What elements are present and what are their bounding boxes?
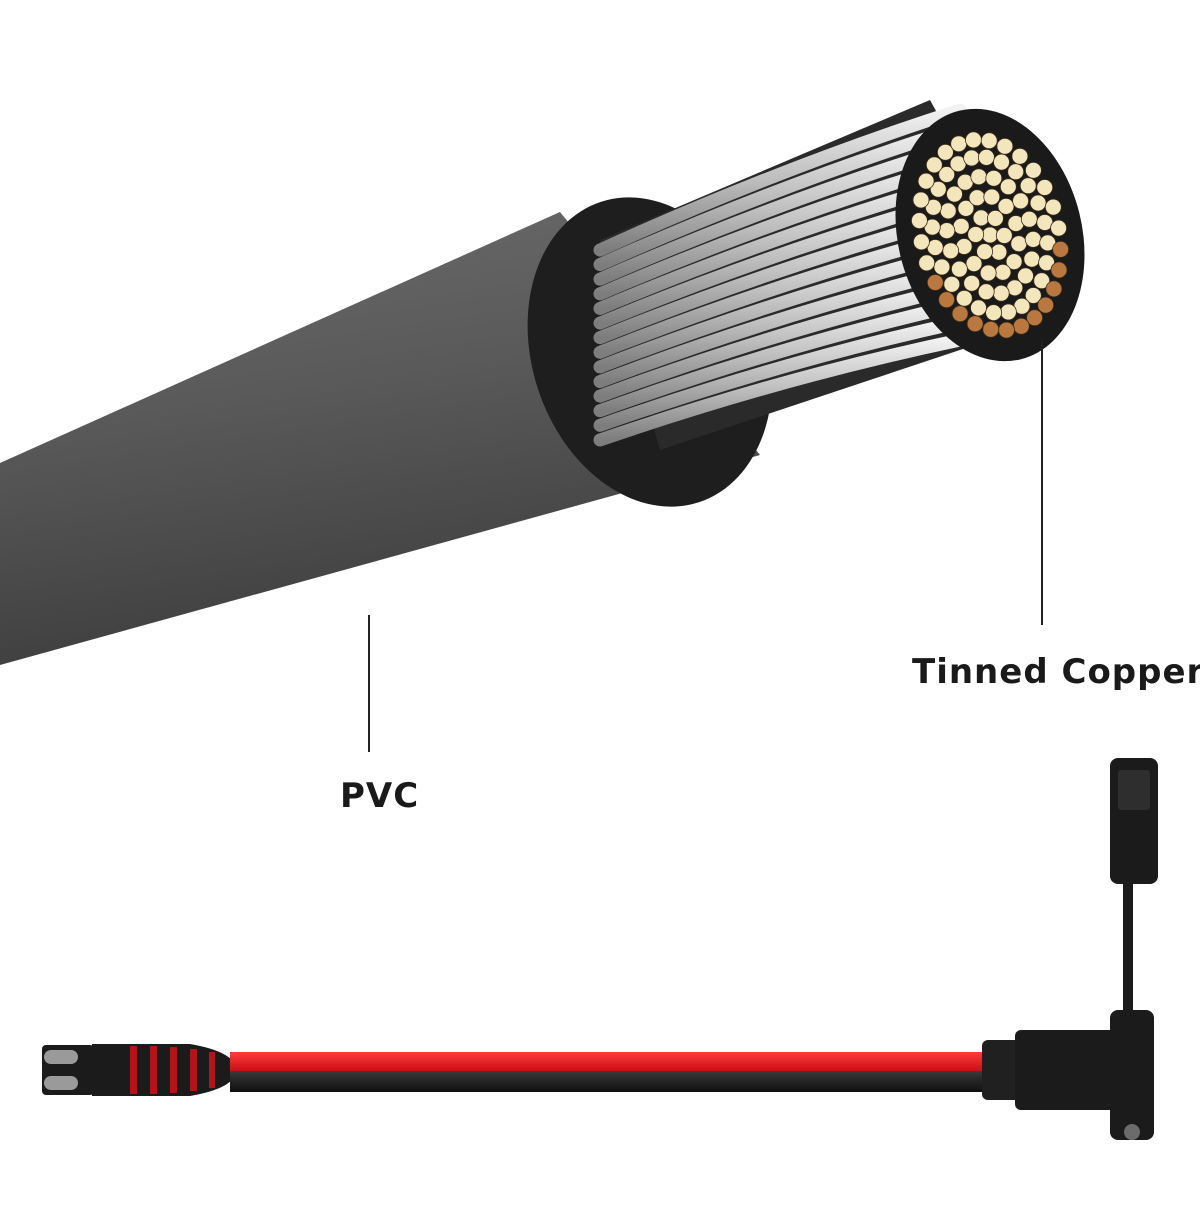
strand-end-dot xyxy=(946,185,963,203)
strand-end-dot xyxy=(992,284,1010,302)
strand xyxy=(593,298,967,418)
strand-end-dot xyxy=(929,180,947,198)
strand-end-dot xyxy=(1024,230,1042,248)
strand xyxy=(593,280,967,403)
strand-end-dot xyxy=(911,212,928,230)
strand-end-dot xyxy=(970,168,988,186)
strain-relief-ribs xyxy=(130,1046,215,1094)
strand-dots xyxy=(911,131,1069,339)
strand-end-dot xyxy=(1033,272,1051,290)
strand xyxy=(593,315,967,432)
strand-end-dot xyxy=(1007,163,1025,181)
panel-mount-socket xyxy=(982,758,1158,1140)
strand-end-dot xyxy=(963,274,981,292)
strand xyxy=(593,333,967,447)
strand-end-dot xyxy=(951,260,968,278)
strand-end-face xyxy=(895,108,1085,362)
strand-end-dot xyxy=(994,263,1012,281)
strand-end-dot xyxy=(938,166,956,183)
strand-end-dot xyxy=(1023,250,1041,268)
strand-end-dot xyxy=(918,254,936,272)
strand-end-dot xyxy=(1044,198,1062,216)
strand-end-dot xyxy=(966,315,984,333)
strand-end-dot xyxy=(925,156,943,174)
strand-end-dot xyxy=(1052,240,1069,258)
strand-end-dot xyxy=(968,189,986,207)
strand-end-dot xyxy=(1005,253,1023,271)
strand-end-dot xyxy=(1029,194,1047,212)
strand-end-dot xyxy=(1011,147,1029,165)
strand-end-dot xyxy=(926,274,944,291)
strand-end-dot xyxy=(963,149,980,167)
strand-end-dot xyxy=(987,209,1004,227)
strand-end-dot xyxy=(943,275,961,293)
strand-end-dot xyxy=(1024,287,1042,304)
strand-end-dot xyxy=(993,153,1010,171)
strand-end-dot xyxy=(995,227,1013,244)
strand-end-dot xyxy=(912,191,930,209)
strand-end-dot xyxy=(952,217,970,235)
strand-end-dot xyxy=(1025,161,1042,179)
strand-end-dot xyxy=(977,283,995,301)
strand-end-dot xyxy=(1020,210,1038,228)
strand-end-dot xyxy=(980,132,998,150)
strand-end-dot xyxy=(1012,192,1029,210)
strand-end-dot xyxy=(1026,309,1043,327)
strand-end-dot xyxy=(1045,280,1063,298)
strand-end-dot xyxy=(998,321,1015,339)
strand xyxy=(593,103,967,257)
strand-end-dot xyxy=(955,289,973,307)
strand-end-dot xyxy=(981,226,999,244)
strand-end-dot xyxy=(951,305,969,323)
strand-end-dot xyxy=(1019,177,1037,195)
strand-end-dot xyxy=(983,188,1001,206)
strand-end-dot xyxy=(982,320,1000,338)
strand-end-dot xyxy=(985,169,1003,187)
strand xyxy=(593,121,967,272)
strand-end-dot xyxy=(939,202,957,220)
strand-end-dot xyxy=(990,243,1008,261)
strand-end-dot xyxy=(1037,296,1055,314)
strand-end-dot xyxy=(1017,267,1034,285)
tinned-copper-label: Tinned Copper xyxy=(912,652,1200,692)
strand-end-dot xyxy=(999,178,1017,196)
strand-end-dot xyxy=(985,304,1002,322)
strand-end-dot xyxy=(978,148,995,166)
strand-end-dot xyxy=(933,258,951,276)
sae-connector-plug xyxy=(42,1044,236,1096)
strand-end-dot xyxy=(942,242,960,260)
strand-end-dot xyxy=(996,137,1014,155)
strand-end-dot xyxy=(1050,261,1068,279)
strand-end-dot xyxy=(1038,254,1055,272)
strand-end-dot xyxy=(957,199,975,217)
strand-end-dot xyxy=(979,264,997,282)
strand-end-dot xyxy=(970,299,987,317)
strand-end-dot xyxy=(950,135,968,153)
strand-end-dot xyxy=(1036,179,1054,196)
strand-end-dot xyxy=(1000,303,1017,321)
strand-end-dot xyxy=(997,197,1015,215)
strand-end-dot xyxy=(965,255,983,273)
strand-end-dot xyxy=(965,131,982,149)
strand-end-dot xyxy=(938,222,956,240)
strand-end-dot xyxy=(937,143,954,161)
strand-end-dot xyxy=(913,233,930,251)
strand-end-dot xyxy=(917,172,935,190)
strand-end-dot xyxy=(1010,235,1028,253)
strand-end-dot xyxy=(925,198,942,216)
strand-end-dot xyxy=(1012,317,1030,335)
strand-end-dot xyxy=(1050,219,1067,237)
strand-end-dot xyxy=(938,291,955,309)
strand-end-dot xyxy=(976,243,993,261)
pvc-label: PVC xyxy=(340,776,420,816)
strand-end-dot xyxy=(967,226,985,243)
two-core-wire xyxy=(230,1052,990,1092)
strand-end-dot xyxy=(972,209,990,227)
